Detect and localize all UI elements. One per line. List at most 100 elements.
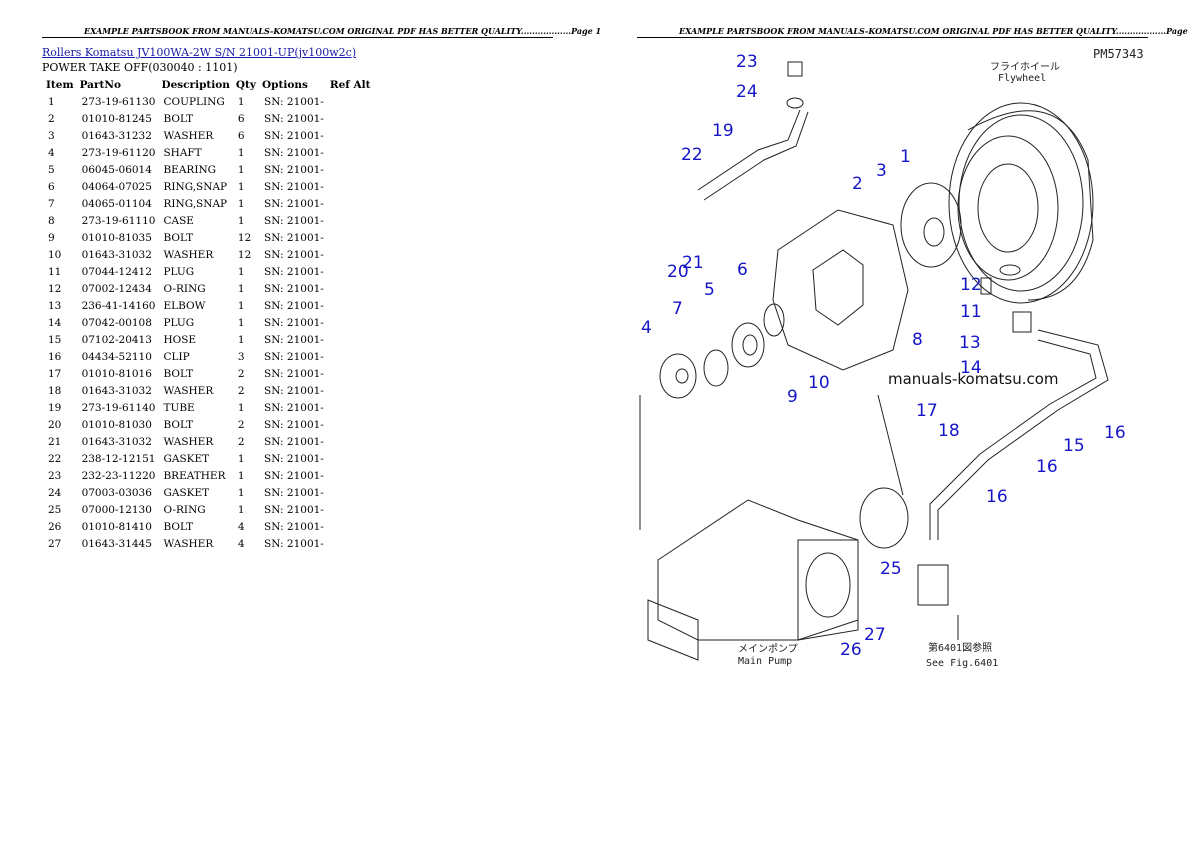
table-cell: SN: 21001-: [264, 129, 324, 142]
table-cell: BOLT: [163, 231, 194, 244]
callout-number: 1: [900, 147, 911, 167]
table-cell: WASHER: [163, 384, 214, 397]
table-cell: 236-41-14160: [81, 299, 156, 312]
table-cell: SN: 21001-: [264, 520, 324, 533]
table-cell: 20: [48, 418, 62, 431]
table-cell: 2: [237, 435, 245, 448]
callout-number: 3: [876, 161, 887, 181]
callout-number: 24: [736, 82, 758, 102]
table-cell: [328, 178, 375, 195]
table-cell: SN: 21001-: [264, 367, 324, 380]
table-cell: 16: [48, 350, 62, 363]
table-cell: 01010-81035: [81, 231, 152, 244]
callout-number: 18: [938, 421, 960, 441]
table-cell: 10: [48, 248, 62, 261]
table-cell: 26: [48, 520, 62, 533]
table-cell: TUBE: [163, 401, 195, 414]
callout-number: 7: [672, 299, 683, 319]
table-cell: 7: [48, 197, 55, 210]
column-header: Qty: [235, 78, 257, 91]
table-cell: [328, 314, 375, 331]
plug-11: [980, 277, 992, 295]
table-cell: [328, 535, 375, 552]
table-cell: 04434-52110: [81, 350, 152, 363]
table-cell: 3: [237, 350, 245, 363]
breather: [787, 61, 803, 77]
flywheel: [948, 102, 1094, 304]
see-fig-en-label: See Fig.6401: [926, 658, 998, 669]
table-cell: SN: 21001-: [264, 486, 324, 499]
table-cell: 27: [48, 537, 62, 550]
table-cell: BOLT: [163, 112, 194, 125]
main-pump: [647, 499, 859, 661]
table-cell: SN: 21001-: [264, 401, 324, 414]
callout-numbers: 1234567891011121314151616161718192021222…: [641, 52, 1126, 660]
callout-number: 27: [864, 625, 886, 645]
table-cell: 4: [237, 520, 245, 533]
o-ring-25: [859, 487, 909, 549]
table-cell: 4: [48, 146, 55, 159]
callout-number: 26: [840, 640, 862, 660]
callout-number: 20: [667, 262, 689, 282]
table-cell: [328, 450, 375, 467]
callout-number: 6: [737, 260, 748, 280]
case: [772, 209, 909, 371]
table-cell: RING,SNAP: [163, 197, 228, 210]
snap-ring-6: [763, 303, 785, 337]
table-cell: SN: 21001-: [264, 452, 324, 465]
table-cell: SN: 21001-: [264, 214, 324, 227]
table-cell: 01010-81030: [81, 418, 152, 431]
table-cell: 06045-06014: [81, 163, 152, 176]
table-cell: [328, 433, 375, 450]
table-cell: SN: 21001-: [264, 469, 324, 482]
table-cell: 1: [237, 146, 245, 159]
callout-number: 13: [959, 333, 981, 353]
table-cell: SN: 21001-: [264, 95, 324, 108]
callout-number: 10: [808, 373, 830, 393]
table-cell: SN: 21001-: [264, 316, 324, 329]
table-cell: 1: [237, 503, 245, 516]
model-title-link[interactable]: Rollers Komatsu JV100WA-2W S/N 21001-UP(…: [42, 46, 357, 59]
table-cell: SN: 21001-: [264, 112, 324, 125]
table-cell: [328, 212, 375, 229]
page-header: EXAMPLE PARTSBOOK FROM MANUALS-KOMATSU.C…: [679, 26, 1190, 36]
o-ring-12: [999, 264, 1021, 276]
table-cell: BOLT: [163, 367, 194, 380]
table-cell: 04065-01104: [81, 197, 152, 210]
table-cell: GASKET: [163, 452, 210, 465]
table-cell: 1: [237, 333, 245, 346]
table-cell: SN: 21001-: [264, 418, 324, 431]
table-cell: [328, 110, 375, 127]
table-cell: SN: 21001-: [264, 435, 324, 448]
table-cell: 6: [237, 129, 245, 142]
table-cell: 11: [48, 265, 62, 278]
pump-en-label: Main Pump: [738, 656, 792, 667]
table-cell: WASHER: [163, 435, 214, 448]
table-cell: 18: [48, 384, 62, 397]
table-cell: [328, 93, 375, 110]
table-cell: SN: 21001-: [264, 333, 324, 346]
table-cell: 1: [237, 95, 245, 108]
table-cell: 12: [237, 231, 252, 244]
table-cell: PLUG: [163, 265, 195, 278]
watermark: manuals-komatsu.com: [888, 370, 1059, 388]
page-2: EXAMPLE PARTSBOOK FROM MANUALS-KOMATSU.C…: [595, 0, 1190, 842]
callout-number: 4: [641, 318, 652, 338]
table-cell: 01643-31032: [81, 435, 152, 448]
callout-number: 2: [852, 174, 863, 194]
table-cell: 01010-81410: [81, 520, 152, 533]
exploded-parts-diagram: PM57343 フライホイール Flywheel: [639, 47, 1144, 669]
table-cell: 12: [237, 248, 252, 261]
table-cell: [328, 144, 375, 161]
table-cell: SN: 21001-: [264, 384, 324, 397]
see-fig-jp-label: 第6401図参照: [928, 641, 992, 654]
table-cell: WASHER: [163, 537, 214, 550]
